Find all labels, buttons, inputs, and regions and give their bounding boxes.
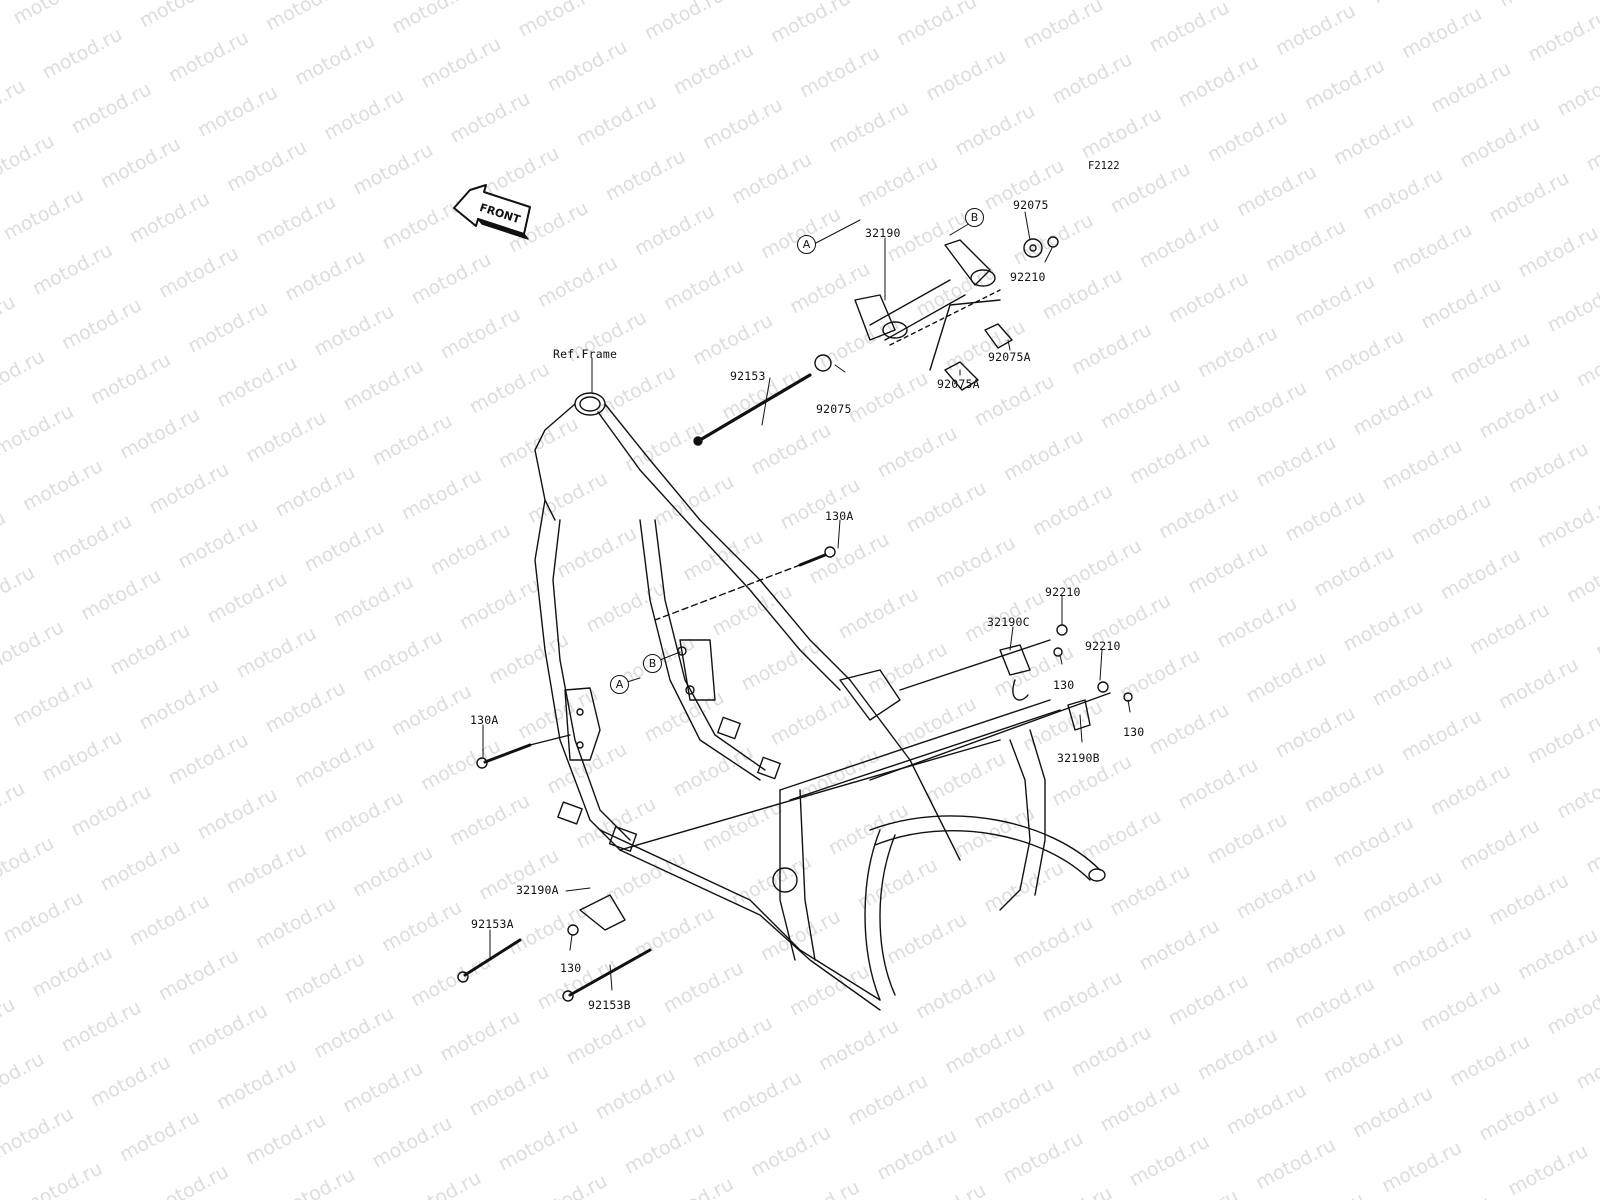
leader-lines [482, 211, 1131, 991]
part-label-32190[interactable]: 32190 [865, 226, 901, 240]
engine-mount-32190 [693, 236, 1059, 446]
front-arrow-icon: FRONT [453, 184, 531, 240]
part-label-92153a[interactable]: 92153A [471, 917, 514, 931]
ref-frame-label: Ref.Frame [553, 347, 618, 361]
part-label-92075[interactable]: 92075 [1013, 198, 1049, 212]
callout-b[interactable]: B [965, 208, 984, 227]
figure-code: F2122 [1088, 160, 1120, 172]
part-label-92210[interactable]: 92210 [1045, 585, 1081, 599]
fasteners [457, 546, 1133, 1002]
callout-a[interactable]: A [797, 235, 816, 254]
part-label-92210[interactable]: 92210 [1010, 270, 1046, 284]
callout-b[interactable]: B [643, 654, 662, 673]
part-label-32190c[interactable]: 32190C [987, 615, 1030, 629]
part-label-130[interactable]: 130 [560, 961, 582, 975]
part-label-130[interactable]: 130 [1053, 678, 1075, 692]
part-label-92153b[interactable]: 92153B [588, 998, 631, 1012]
part-label-130a[interactable]: 130A [470, 713, 499, 727]
part-label-32190b[interactable]: 32190B [1057, 751, 1100, 765]
part-label-130a[interactable]: 130A [825, 509, 854, 523]
part-label-92075[interactable]: 92075 [816, 402, 852, 416]
part-label-92210[interactable]: 92210 [1085, 639, 1121, 653]
frame-main [534, 392, 1106, 1011]
part-label-32190a[interactable]: 32190A [516, 883, 559, 897]
part-label-130[interactable]: 130 [1123, 725, 1145, 739]
part-label-92075a[interactable]: 92075A [988, 350, 1031, 364]
part-label-92153[interactable]: 92153 [730, 369, 766, 383]
part-label-92075a[interactable]: 92075A [937, 377, 980, 391]
callout-a[interactable]: A [610, 675, 629, 694]
